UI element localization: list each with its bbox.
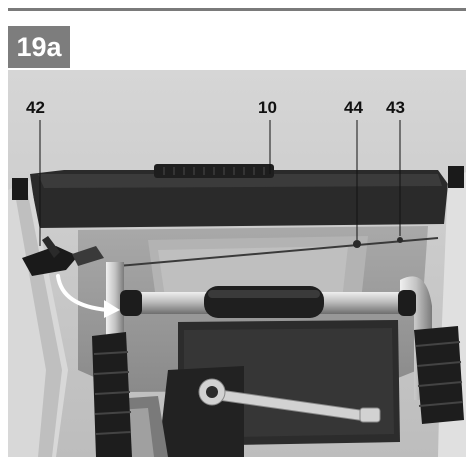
callout-10: 10: [258, 98, 277, 117]
callout-44: 44: [344, 98, 363, 117]
product-photo: 42 10 44 43: [8, 70, 466, 457]
top-rule: [8, 8, 466, 11]
callout-43: 43: [386, 98, 405, 117]
figure-label: 19a: [8, 26, 70, 68]
callout-42: 42: [26, 98, 45, 117]
saw-illustration: [8, 70, 466, 457]
